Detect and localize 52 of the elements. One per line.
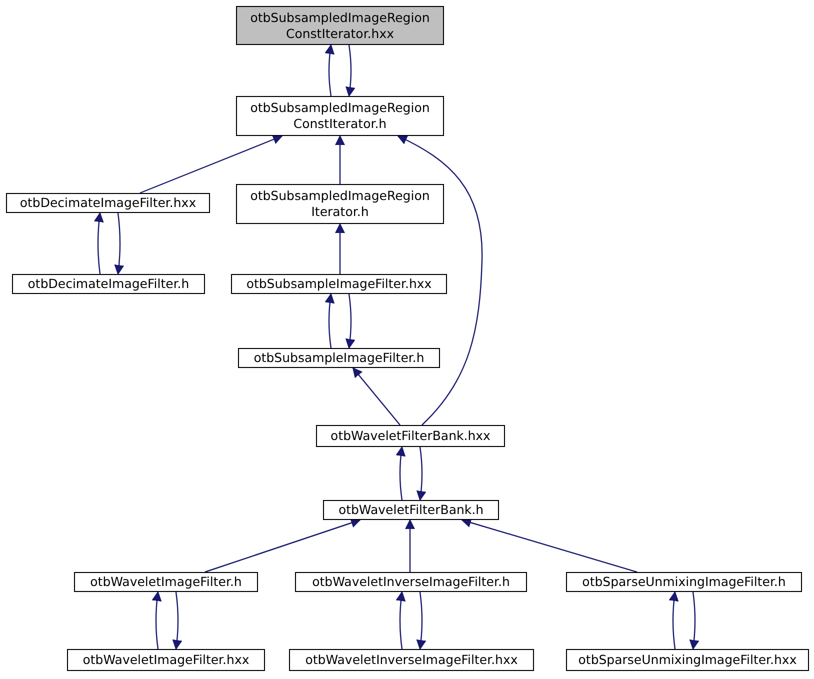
file-name: otbSparseUnmixingImageFilter.h	[582, 574, 786, 590]
file-box	[236, 96, 444, 136]
file-name: otbSparseUnmixingImageFilter.hxx	[578, 652, 797, 668]
arrow	[396, 591, 406, 650]
file-box	[74, 572, 258, 592]
file-box	[566, 572, 802, 592]
file-name: otbWaveletInverseImageFilter.h	[312, 574, 510, 590]
file-box	[289, 649, 534, 671]
file-box	[236, 184, 444, 224]
file-box	[67, 649, 265, 671]
file-box	[12, 274, 205, 294]
file-box	[295, 572, 527, 592]
file-box	[236, 6, 444, 45]
arrow	[689, 592, 700, 650]
file-name: otbWaveletImageFilter.hxx	[82, 652, 250, 668]
arrow	[140, 134, 283, 194]
arrow	[152, 591, 162, 650]
file-box	[231, 274, 447, 294]
file-name: otbSubsampleImageFilter.h	[254, 350, 424, 366]
arrow	[114, 212, 124, 275]
file-box	[316, 425, 505, 447]
arrow	[397, 135, 483, 426]
arrow	[345, 294, 356, 349]
arrow	[416, 446, 426, 501]
file-box	[323, 500, 499, 520]
arrow	[345, 44, 356, 97]
file-name: otbWaveletInverseImageFilter.hxx	[305, 652, 518, 668]
arrow	[352, 367, 400, 426]
arrow	[461, 518, 638, 573]
file-name: otbSubsampleImageFilter.hxx	[246, 276, 432, 292]
arrow	[416, 592, 426, 650]
arrow	[335, 223, 345, 274]
arrow	[668, 591, 679, 650]
file-name: otbDecimateImageFilter.hxx	[20, 195, 196, 211]
arrow	[94, 212, 104, 274]
file-name: otbSubsampledImageRegion ConstIterator.h	[249, 100, 431, 132]
arrow	[204, 518, 361, 573]
file-name: otbSubsampledImageRegion Iterator.h	[249, 188, 431, 220]
file-name: otbWaveletImageFilter.h	[90, 574, 242, 590]
file-name: otbDecimateImageFilter.h	[28, 276, 190, 292]
arrow	[396, 446, 406, 500]
arrow	[335, 135, 345, 184]
arrow	[324, 293, 335, 348]
file-name: otbWaveletFilterBank.h	[338, 502, 484, 518]
arrow	[324, 44, 335, 96]
file-box	[566, 649, 809, 671]
arrow	[405, 519, 415, 572]
file-box	[6, 193, 210, 213]
file-box	[238, 348, 440, 368]
file-name: otbSubsampledImageRegion ConstIterator.hxx	[249, 10, 431, 42]
arrow	[172, 592, 182, 650]
file-name: otbWaveletFilterBank.hxx	[330, 428, 490, 444]
